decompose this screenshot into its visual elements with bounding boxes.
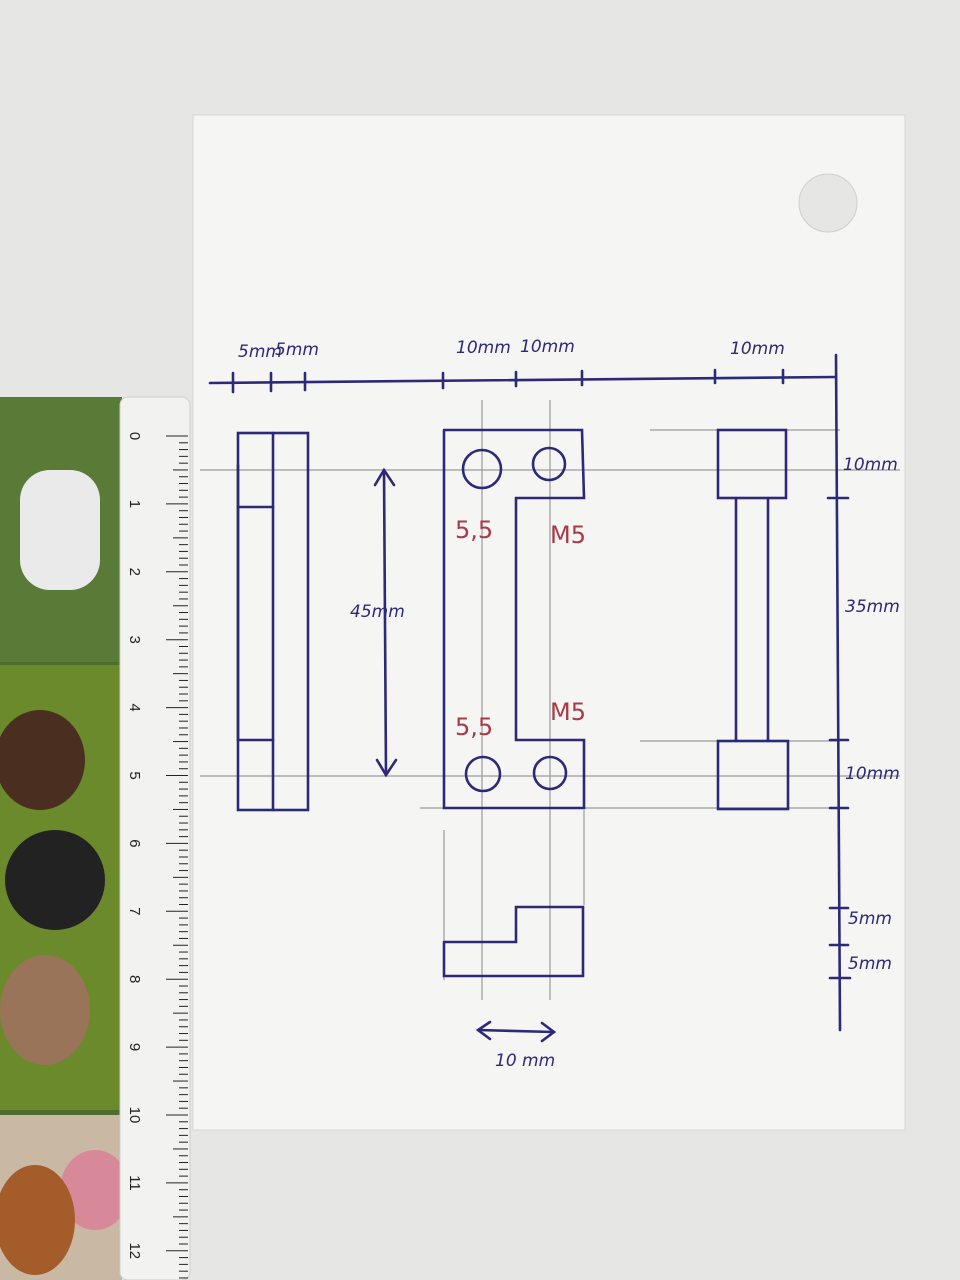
height-dimension: 45mm — [350, 467, 405, 778]
ruler-number: 7 — [126, 907, 143, 915]
ruler-number: 0 — [126, 432, 143, 440]
dim-front-2: 10mm — [520, 337, 575, 357]
ruler-number: 10 — [126, 1107, 143, 1124]
ruler-number: 3 — [126, 636, 143, 644]
dim-right-10mm-top: 10mm — [843, 455, 898, 475]
dim-front-1: 10mm — [456, 338, 511, 358]
hole-top-right — [531, 446, 567, 482]
hole-bottom-left — [464, 755, 502, 793]
dim-left-2: 5mm — [275, 340, 319, 360]
dim-right-5mm-1: 5mm — [848, 909, 892, 929]
bottom-view: 10 mm — [442, 905, 585, 1071]
dim-45mm: 45mm — [350, 602, 405, 622]
dim-bottom-10mm: 10 mm — [495, 1051, 555, 1071]
ruler-number: 9 — [126, 1043, 143, 1051]
front-view: 5,5 M5 5,5 M5 — [442, 428, 586, 810]
dim-right-5mm-2: 5mm — [848, 954, 892, 974]
dim-right-10mm-bottom: 10mm — [845, 764, 900, 784]
card-hole — [798, 173, 858, 233]
right-dimension-line: 10mm 35mm 10mm 5mm 5mm — [826, 353, 900, 1032]
dim-left-1: 5mm — [238, 342, 282, 362]
ruler-number: 2 — [126, 568, 143, 576]
ruler-number: 11 — [126, 1175, 143, 1191]
hole-label-bottom-left: 5,5 — [455, 713, 493, 741]
hole-label-bottom-right: M5 — [550, 698, 586, 726]
dim-right-35mm: 35mm — [845, 597, 900, 617]
top-dimension-line: 5mm 5mm 10mm 10mm 10mm — [208, 337, 837, 394]
left-side-view — [236, 431, 310, 812]
hole-top-left — [461, 448, 503, 490]
hole-label-top-right: M5 — [550, 521, 586, 549]
hole-label-top-left: 5,5 — [455, 516, 493, 544]
paper-card — [192, 114, 906, 1131]
ruler-number: 4 — [126, 703, 143, 711]
ruler-number: 1 — [126, 500, 143, 508]
hole-bottom-right — [532, 755, 568, 791]
ruler-number: 5 — [126, 771, 143, 779]
ruler-number: 8 — [126, 975, 143, 983]
ruler-number: 6 — [126, 839, 143, 847]
ruler-number: 12 — [126, 1242, 143, 1259]
dim-right-view: 10mm — [730, 339, 785, 359]
right-side-view — [716, 428, 790, 811]
